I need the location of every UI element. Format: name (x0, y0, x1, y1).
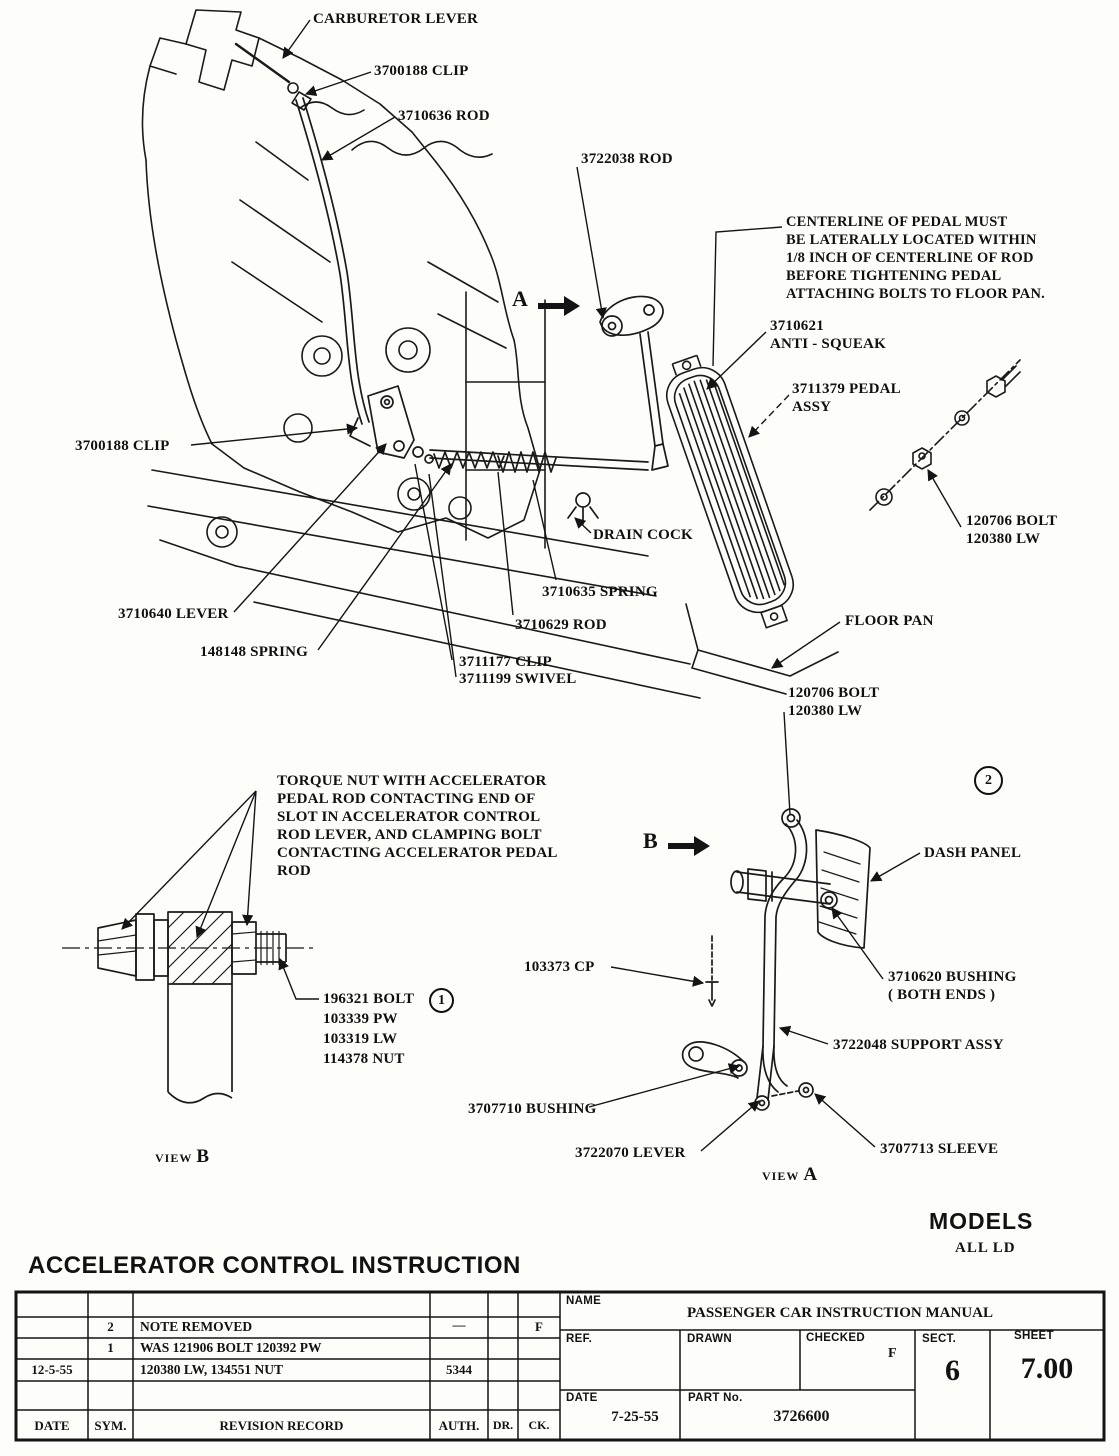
callout-clip-3711177: 3711177 CLIP (459, 654, 552, 670)
col-header-revision: REVISION RECORD (219, 1418, 344, 1433)
callout-floor-pan: FLOOR PAN (845, 613, 934, 629)
section-arrow-a (538, 296, 580, 316)
circled-number-2: 2 (974, 766, 1003, 795)
callout-lw-103319: 103319 LW (323, 1031, 398, 1047)
callout-bolt-120706-upper: 120706 BOLT 120380 LW (966, 513, 1058, 547)
models-heading: MODELS (929, 1208, 1034, 1234)
callout-spring-3710635: 3710635 SPRING (542, 584, 658, 600)
col-header-sym: SYM. (94, 1418, 127, 1433)
section-marker-a: A (512, 286, 528, 311)
rev-row-text: WAS 121906 BOLT 120392 PW (140, 1340, 322, 1355)
rev-row-date: 12-5-55 (31, 1362, 73, 1377)
callout-rod-3710636: 3710636 ROD (398, 108, 490, 124)
section-marker-b: B (643, 828, 658, 853)
col-header-auth: AUTH. (438, 1418, 480, 1433)
rev-row-sym: 1 (107, 1340, 114, 1355)
callout-drain-cock: DRAIN COCK (593, 527, 693, 543)
callout-lever-3710640: 3710640 LEVER (118, 606, 229, 622)
callout-anti-squeak-3710621: 3710621 ANTI - SQUEAK (770, 318, 886, 352)
callout-sleeve-3707713: 3707713 SLEEVE (880, 1141, 999, 1157)
rev-row-auth: — (452, 1317, 466, 1332)
callout-carburetor-lever: CARBURETOR LEVER (313, 11, 479, 27)
part-no-value: 3726600 (773, 1408, 830, 1425)
name-label: NAME (566, 1295, 602, 1307)
section-arrows (538, 296, 710, 856)
callout-pedal-assy-3711379: 3711379 PEDAL ASSY (792, 381, 901, 415)
callout-bolt-196321: 196321 BOLT (323, 991, 415, 1007)
floor-pan-art (685, 359, 1021, 695)
callout-nut-114378: 114378 NUT (323, 1051, 405, 1067)
callout-clip-3700188-left: 3700188 CLIP (75, 438, 170, 454)
view-letter-b: B (196, 1146, 210, 1167)
callout-rod-3722038: 3722038 ROD (581, 151, 673, 167)
pedal-assembly-art (665, 354, 795, 629)
callout-pw-103339: 103339 PW (323, 1011, 398, 1027)
sect-value: 6 (945, 1354, 960, 1387)
callout-bolt-120706-lower: 120706 BOLT 120380 LW (788, 685, 880, 719)
rev-row-sym: 2 (107, 1319, 114, 1334)
leader-lines (121, 19, 962, 1152)
page-title: ACCELERATOR CONTROL INSTRUCTION (28, 1252, 521, 1279)
date-value: 7-25-55 (611, 1409, 659, 1425)
sheet-value: 7.00 (1020, 1352, 1074, 1385)
engine-line-art (141, 9, 701, 699)
sect-label: SECT. (922, 1333, 957, 1345)
view-a-detail-art (681, 808, 871, 1111)
rev-row-text: NOTE REMOVED (140, 1319, 253, 1334)
rev-row-ck: F (535, 1319, 543, 1334)
rev-row-text: 120380 LW, 134551 NUT (140, 1362, 284, 1377)
callout-spring-148148: 148148 SPRING (200, 644, 309, 660)
callout-dash-panel: DASH PANEL (924, 845, 1022, 861)
col-header-date: DATE (34, 1418, 70, 1433)
callout-support-assy-3722048: 3722048 SUPPORT ASSY (833, 1037, 1004, 1053)
note-pedal-centerline: CENTERLINE OF PEDAL MUST BE LATERALLY LO… (786, 214, 1045, 302)
callout-rod-3710629: 3710629 ROD (515, 617, 607, 633)
callout-cp-103373: 103373 CP (524, 959, 595, 975)
checked-value: F (888, 1346, 897, 1361)
section-arrow-b (668, 836, 710, 856)
note-torque-nut: TORQUE NUT WITH ACCELERATOR PEDAL ROD CO… (277, 773, 558, 879)
drawn-label: DRAWN (687, 1333, 732, 1345)
view-b-detail-art (62, 911, 316, 1104)
checked-label: CHECKED (806, 1332, 865, 1344)
models-value: ALL LD (955, 1240, 1016, 1256)
view-word: VIEW (762, 1169, 800, 1183)
circled-number-1: 1 (429, 988, 454, 1013)
name-value: PASSENGER CAR INSTRUCTION MANUAL (686, 1305, 993, 1321)
date-label: DATE (566, 1392, 598, 1404)
callout-lever-3722070: 3722070 LEVER (575, 1145, 686, 1161)
title-block-grid (14, 1290, 1106, 1442)
callout-bushing-3707710: 3707710 BUSHING (468, 1101, 597, 1117)
view-word: VIEW (155, 1151, 193, 1165)
part-no-label: PART No. (688, 1392, 743, 1404)
callout-clip-3700188-top: 3700188 CLIP (374, 63, 469, 79)
linkage-art (295, 97, 669, 525)
col-header-dr: DR. (492, 1418, 514, 1432)
sheet-label: SHEET (1014, 1330, 1054, 1342)
rev-row-auth: 5344 (446, 1362, 472, 1377)
callout-swivel-3711199: 3711199 SWIVEL (459, 671, 577, 687)
col-header-ck: CK. (528, 1418, 550, 1432)
ref-label: REF. (566, 1333, 593, 1345)
callout-bushing-3710620: 3710620 BUSHING ( BOTH ENDS ) (888, 969, 1017, 1003)
view-letter-a: A (803, 1164, 818, 1185)
